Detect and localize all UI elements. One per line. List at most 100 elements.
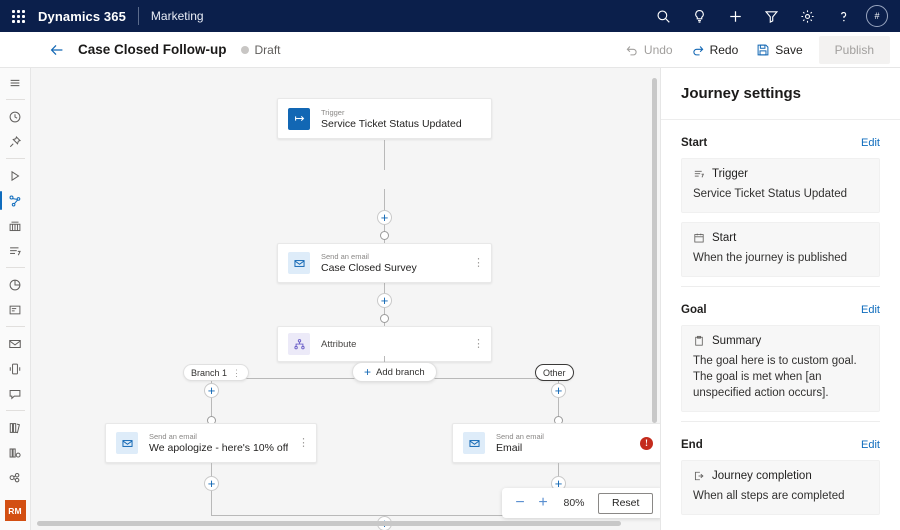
canvas-vertical-scrollbar[interactable] — [652, 78, 657, 423]
card-value: Service Ticket Status Updated — [693, 188, 848, 200]
node-overflow-menu[interactable]: ⋮ — [473, 338, 484, 350]
edit-goal-link[interactable]: Edit — [861, 304, 880, 316]
search-icon[interactable] — [646, 0, 680, 32]
plus-icon: + — [364, 365, 372, 379]
plus-icon[interactable] — [718, 0, 752, 32]
sidebar-item-mobile[interactable] — [0, 356, 31, 381]
add-step-plus-button-2[interactable]: + — [377, 293, 392, 308]
brand-title: Dynamics 365 — [38, 8, 126, 24]
assets-icon — [9, 447, 21, 458]
panel-header: Journey settings — [661, 68, 900, 120]
clipboard-icon — [693, 335, 705, 347]
branch-label-other-text: Other — [543, 367, 566, 378]
sidebar-item-pinned[interactable] — [0, 129, 31, 154]
calendar-icon — [693, 232, 705, 244]
edge-right-stem-a — [558, 394, 559, 420]
card-goal-summary[interactable]: Summary The goal here is to custom goal.… — [681, 325, 880, 412]
node-send-email-case-closed-survey[interactable]: Send an email Case Closed Survey ⋮ — [277, 243, 492, 283]
card-value: When all steps are completed — [693, 490, 845, 502]
sidebar-item-segments[interactable] — [0, 213, 31, 238]
sidebar-item-library[interactable] — [0, 415, 31, 440]
node-send-email-apology-offer[interactable]: Send an email We apologize - here's 10% … — [105, 423, 317, 463]
card-trigger[interactable]: Trigger Service Ticket Status Updated — [681, 158, 880, 213]
node-name: Service Ticket Status Updated — [321, 117, 462, 130]
node-name: We apologize - here's 10% off — [149, 442, 289, 454]
rail-divider — [5, 410, 25, 411]
add-step-plus-button-left-2[interactable]: + — [204, 476, 219, 491]
sidebar-item-assets[interactable] — [0, 440, 31, 465]
card-journey-completion[interactable]: Journey completion When all steps are co… — [681, 460, 880, 515]
sidebar-item-analytics[interactable] — [0, 272, 31, 297]
panel-title: Journey settings — [681, 85, 802, 102]
undo-button[interactable]: Undo — [617, 36, 681, 64]
card-start[interactable]: Start When the journey is published — [681, 222, 880, 277]
section-title: End — [681, 439, 703, 451]
section-title: Goal — [681, 304, 707, 316]
sidebar-item-audience[interactable] — [0, 465, 31, 490]
mobile-icon — [9, 363, 21, 374]
node-subtitle: Send an email — [496, 432, 544, 441]
publish-button[interactable]: Publish — [818, 35, 890, 64]
sidebar-item-email[interactable] — [0, 331, 31, 356]
node-trigger[interactable]: Trigger Service Ticket Status Updated — [277, 98, 492, 139]
zoom-reset-button[interactable]: Reset — [598, 492, 654, 514]
back-arrow-icon[interactable] — [44, 37, 70, 63]
zoom-in-button[interactable]: + — [536, 495, 550, 511]
add-branch-label: Add branch — [376, 366, 425, 378]
node-text: Trigger Service Ticket Status Updated — [321, 107, 462, 131]
sidebar-item-hamburger-menu[interactable] — [0, 70, 31, 95]
sidebar-item-forms[interactable] — [0, 297, 31, 322]
branch-overflow-menu[interactable]: ⋮ — [232, 367, 242, 378]
branch-label-left[interactable]: Branch 1 ⋮ — [183, 364, 250, 381]
card-title: Trigger — [712, 168, 748, 180]
branch-label-other[interactable]: Other — [535, 364, 574, 381]
help-icon[interactable] — [826, 0, 860, 32]
filter-icon[interactable] — [754, 0, 788, 32]
section-goal: Goal Edit Summary The goal here is to cu… — [681, 287, 880, 422]
edge-top-stub — [384, 140, 385, 170]
node-overflow-menu[interactable]: ⋮ — [473, 257, 484, 269]
lightbulb-icon[interactable] — [682, 0, 716, 32]
add-step-plus-button-right[interactable]: + — [551, 383, 566, 398]
sidebar-item-triggers[interactable] — [0, 238, 31, 263]
gear-icon[interactable] — [790, 0, 824, 32]
left-nav-rail: RM — [0, 68, 31, 530]
add-branch-button[interactable]: + Add branch — [352, 362, 437, 382]
rail-divider — [5, 326, 25, 327]
sidebar-item-journeys[interactable] — [0, 188, 31, 213]
hamburger-menu-icon — [10, 79, 20, 86]
redo-button[interactable]: Redo — [683, 36, 747, 64]
node-text: Send an email Case Closed Survey — [321, 251, 417, 275]
save-button[interactable]: Save — [748, 36, 810, 64]
card-value: The goal here is to custom goal. The goa… — [693, 355, 857, 399]
journey-canvas[interactable]: Trigger Service Ticket Status Updated + … — [31, 68, 660, 530]
add-step-plus-button-left[interactable]: + — [204, 383, 219, 398]
node-subtitle: Trigger — [321, 107, 345, 117]
trigger-arrow-icon — [288, 107, 310, 130]
segments-icon — [9, 221, 21, 231]
node-name: Case Closed Survey — [321, 262, 417, 274]
user-initials-badge[interactable]: RM — [4, 500, 26, 521]
node-send-email-error[interactable]: Send an email Email ! — [452, 423, 660, 463]
add-step-plus-button-1[interactable]: + — [377, 210, 392, 225]
zoom-out-button[interactable]: − — [513, 495, 527, 511]
zoom-level-label: 80% — [563, 497, 585, 509]
avatar[interactable]: # — [866, 5, 888, 27]
card-header: Summary — [693, 335, 868, 347]
edit-end-link[interactable]: Edit — [861, 439, 880, 451]
sidebar-item-play[interactable] — [0, 163, 31, 188]
app-launcher-waffle-icon[interactable] — [4, 0, 32, 32]
canvas-surface: Trigger Service Ticket Status Updated + … — [31, 68, 660, 530]
app-shell: RM Trigger Service Ticket Status Updated — [0, 68, 900, 530]
journeys-icon — [9, 195, 21, 206]
canvas-horizontal-scrollbar[interactable] — [37, 521, 621, 526]
error-badge-icon[interactable]: ! — [640, 436, 653, 450]
node-overflow-menu[interactable]: ⋮ — [298, 437, 309, 449]
card-title: Summary — [712, 335, 762, 347]
recent-clock-icon — [9, 111, 21, 122]
app-name: Marketing — [150, 9, 204, 23]
sidebar-item-chat[interactable] — [0, 381, 31, 406]
edit-start-link[interactable]: Edit — [861, 137, 880, 149]
status-badge: Draft — [240, 43, 281, 57]
sidebar-item-recent[interactable] — [0, 104, 31, 129]
